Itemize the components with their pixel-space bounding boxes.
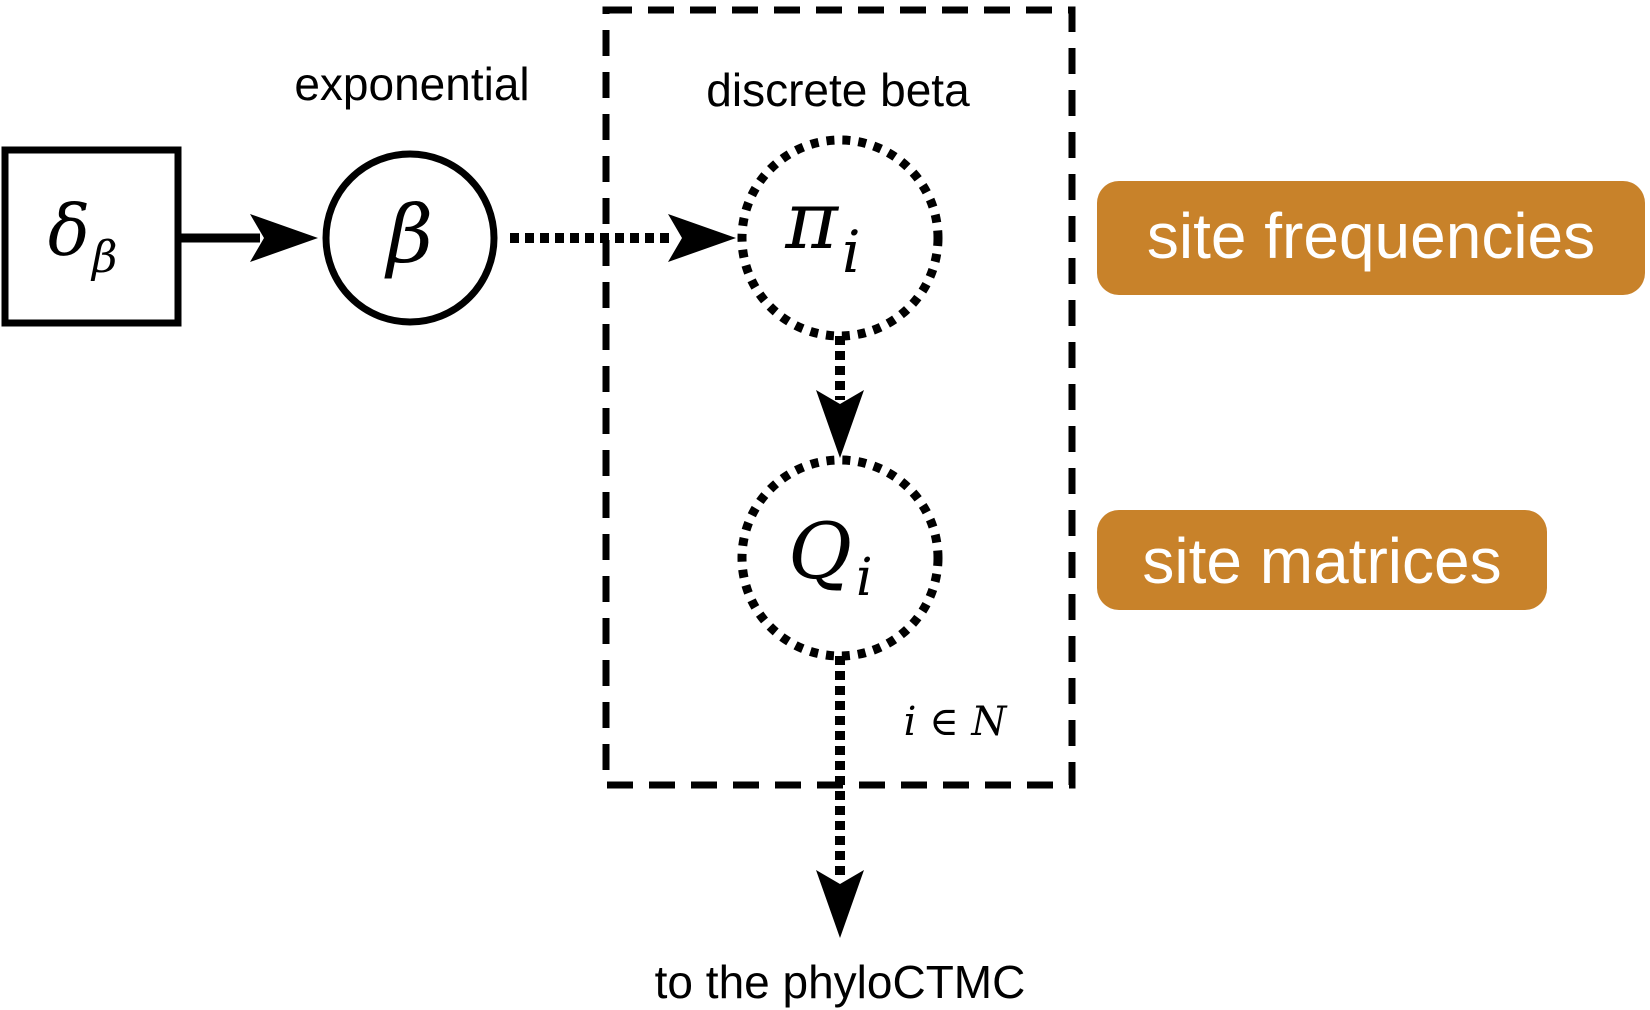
- delta-symbol: δ: [48, 190, 90, 272]
- beta-node: β: [322, 150, 498, 326]
- site-frequencies-tag: site frequencies: [1097, 181, 1645, 295]
- discrete-beta-label: discrete beta: [706, 64, 970, 116]
- plate-index-label: i ∈ N: [904, 699, 1009, 745]
- edge-beta-pi: [510, 214, 736, 262]
- edge-delta-beta: [178, 214, 318, 262]
- site-frequencies-text: site frequencies: [1147, 200, 1595, 272]
- site-matrices-tag: site matrices: [1097, 510, 1547, 610]
- pi-symbol: π: [784, 174, 839, 267]
- site-matrices-text: site matrices: [1142, 525, 1501, 597]
- delta-node: δ β: [1, 146, 182, 327]
- q-subscript: i: [856, 548, 873, 608]
- q-symbol: Q: [788, 507, 852, 597]
- edge-pi-q: [816, 336, 864, 458]
- to-phylo-label: to the phyloCTMC: [655, 956, 1026, 1008]
- beta-symbol: β: [384, 188, 433, 281]
- pi-subscript: i: [842, 218, 861, 286]
- edge-q-phylo: [816, 656, 864, 938]
- pi-node: π i: [737, 135, 943, 341]
- exponential-label: exponential: [294, 58, 529, 110]
- q-node: Q i: [737, 455, 943, 661]
- delta-subscript: β: [90, 232, 117, 283]
